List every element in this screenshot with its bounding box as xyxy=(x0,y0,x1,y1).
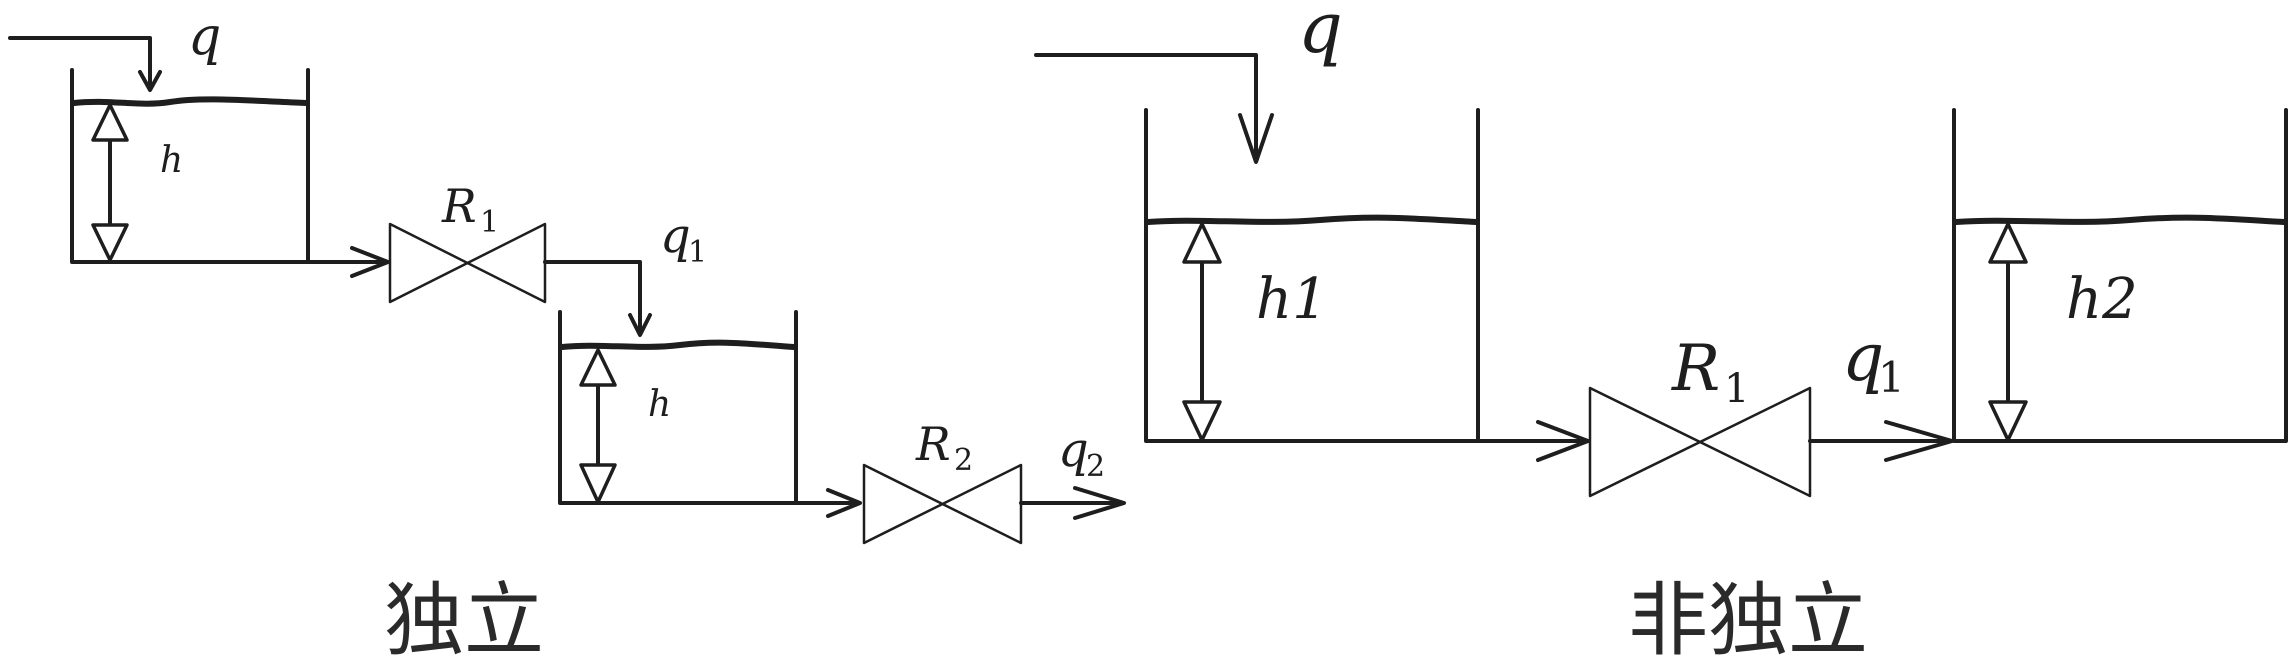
inflow-pipe-right xyxy=(1034,53,1258,160)
level-arrow-up-icon xyxy=(1182,222,1222,264)
water-surface-tank1-independent xyxy=(71,96,309,107)
flow1-pipe-independent xyxy=(543,260,642,335)
tank2-dependent xyxy=(1952,108,2288,443)
flow2-label-independent: q xyxy=(1058,422,1089,478)
level-arrow-down-icon xyxy=(579,463,617,504)
level-arrow-down-icon xyxy=(91,223,129,262)
valve2-subscript-independent: 2 xyxy=(954,443,973,478)
inflow-label-right: q xyxy=(1298,0,1343,69)
caption-dependent: 非独立 xyxy=(1628,574,1868,664)
valve-r1-independent-icon xyxy=(388,222,547,304)
level-label-tank2-dependent: h2 xyxy=(2066,267,2138,332)
tank1-independent xyxy=(70,68,310,264)
valve-r2-independent-icon xyxy=(862,463,1023,545)
outlet-arrowhead-tank2-independent xyxy=(826,488,862,518)
valve-label-dependent: R xyxy=(1671,332,1720,406)
inflow-arrowhead-left xyxy=(138,70,162,92)
valve-subscript-dependent: 1 xyxy=(1724,366,1749,412)
inflow-pipe-left xyxy=(8,36,152,90)
flow-subscript-dependent: 1 xyxy=(1878,353,1905,402)
outlet-arrowhead-tank1-independent xyxy=(350,246,390,278)
valve-r1-dependent-icon xyxy=(1588,386,1812,498)
level-arrow-up-icon xyxy=(1988,222,2028,264)
valve1-subscript-independent: 1 xyxy=(480,205,499,240)
inflow-arrowhead-right xyxy=(1238,113,1274,164)
flow-label-dependent: q xyxy=(1842,319,1884,396)
flow1-arrowhead-independent xyxy=(628,313,652,337)
level-arrow-up-icon xyxy=(579,348,617,387)
tank2-independent xyxy=(558,310,798,505)
inflow-label-left: q xyxy=(188,7,221,67)
water-surface-tank2-dependent xyxy=(1953,214,2287,225)
outlet-arrowhead-tank1-dependent xyxy=(1536,420,1590,462)
valve2-label-independent: R xyxy=(915,417,951,471)
dependent-system: q h1 R 1 q 1 h2 非独立 xyxy=(1034,0,2288,664)
water-surface-tank1-dependent xyxy=(1145,214,1479,225)
tank1-dependent xyxy=(1144,108,1480,443)
level-arrow-up-icon xyxy=(91,103,129,142)
independent-system: q h R 1 q 1 h R 2 xyxy=(8,7,1126,664)
level-arrow-down-icon xyxy=(1988,400,2028,442)
flow2-subscript-independent: 2 xyxy=(1086,449,1105,484)
caption-independent: 独立 xyxy=(384,574,544,664)
level-label-tank2-independent: h xyxy=(648,384,671,425)
level-label-tank1-independent: h xyxy=(160,140,183,181)
flow1-label-independent: q xyxy=(660,208,691,264)
outflow-arrowhead-independent xyxy=(1073,486,1126,520)
valve1-label-independent: R xyxy=(441,179,477,233)
level-arrow-down-icon xyxy=(1182,400,1222,442)
level-label-tank1-dependent: h1 xyxy=(1256,267,1328,332)
flow1-subscript-independent: 1 xyxy=(688,235,707,270)
water-surface-tank2-independent xyxy=(559,339,797,350)
